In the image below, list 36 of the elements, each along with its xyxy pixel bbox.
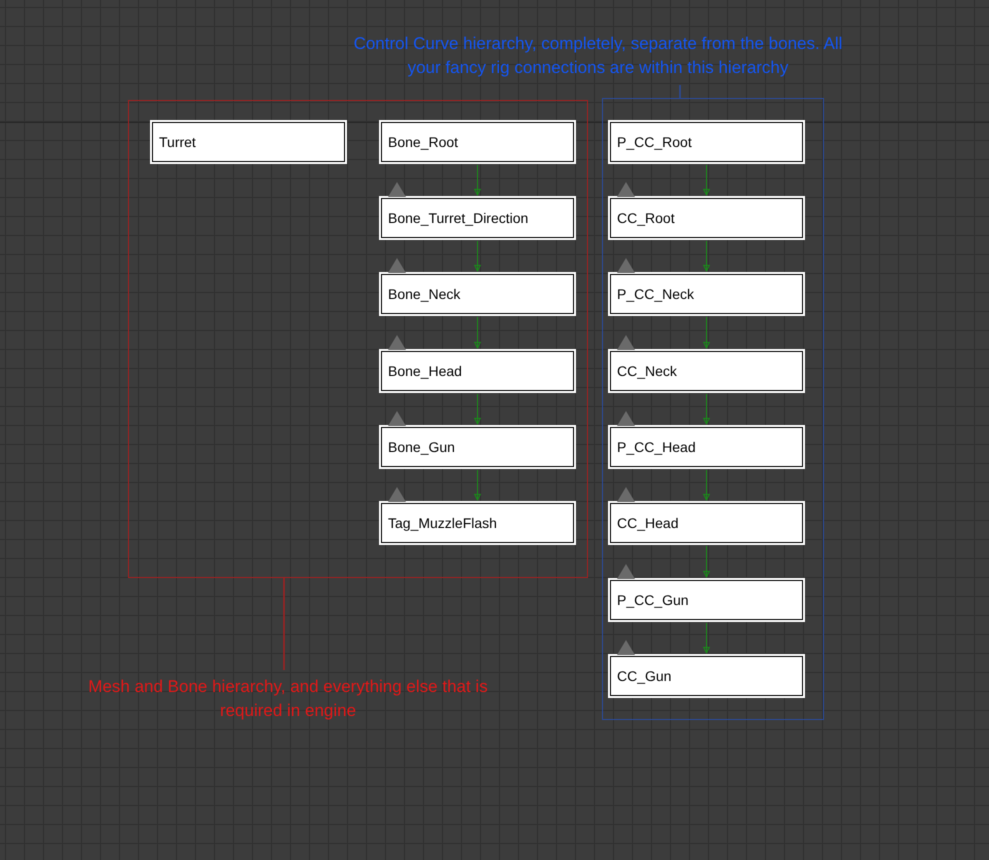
node-label: CC_Neck bbox=[617, 363, 677, 379]
node-label: P_CC_Head bbox=[617, 439, 696, 455]
node-label: CC_Root bbox=[617, 210, 675, 226]
node-label: Bone_Root bbox=[388, 134, 458, 150]
arrow bbox=[474, 240, 481, 272]
node-label: Bone_Turret_Direction bbox=[388, 210, 528, 226]
arrow bbox=[703, 240, 710, 272]
node-label: Turret bbox=[159, 134, 196, 150]
node-label: Bone_Head bbox=[388, 363, 462, 379]
arrow bbox=[474, 164, 481, 196]
arrow bbox=[703, 622, 710, 654]
node-box bbox=[152, 122, 345, 162]
node-box bbox=[381, 122, 574, 162]
leader-line bbox=[679, 85, 681, 98]
node-label: Tag_MuzzleFlash bbox=[388, 515, 497, 531]
node-label: P_CC_Neck bbox=[617, 286, 694, 302]
arrow bbox=[474, 470, 481, 500]
group-frame bbox=[602, 98, 824, 720]
arrow bbox=[703, 546, 710, 578]
arrow bbox=[703, 470, 710, 500]
arrow bbox=[703, 164, 710, 196]
node-label: P_CC_Root bbox=[617, 134, 692, 150]
arrow bbox=[703, 316, 710, 348]
node-box bbox=[610, 122, 803, 162]
node-label: CC_Gun bbox=[617, 668, 672, 684]
annotation-text: Mesh and Bone hierarchy, and everything else that is required in engine bbox=[88, 676, 488, 722]
arrow bbox=[703, 394, 710, 424]
leader-line bbox=[283, 578, 285, 670]
annotation-text: Control Curve hierarchy, completely, separate from the bones. All your fancy rig connections are within this hierarchy bbox=[352, 33, 844, 79]
node-label: CC_Head bbox=[617, 515, 678, 531]
node-label: Bone_Gun bbox=[388, 439, 455, 455]
arrow bbox=[474, 316, 481, 348]
node-label: Bone_Neck bbox=[388, 286, 460, 302]
group-frame bbox=[128, 100, 588, 578]
node-label: P_CC_Gun bbox=[617, 592, 689, 608]
arrow bbox=[474, 394, 481, 424]
